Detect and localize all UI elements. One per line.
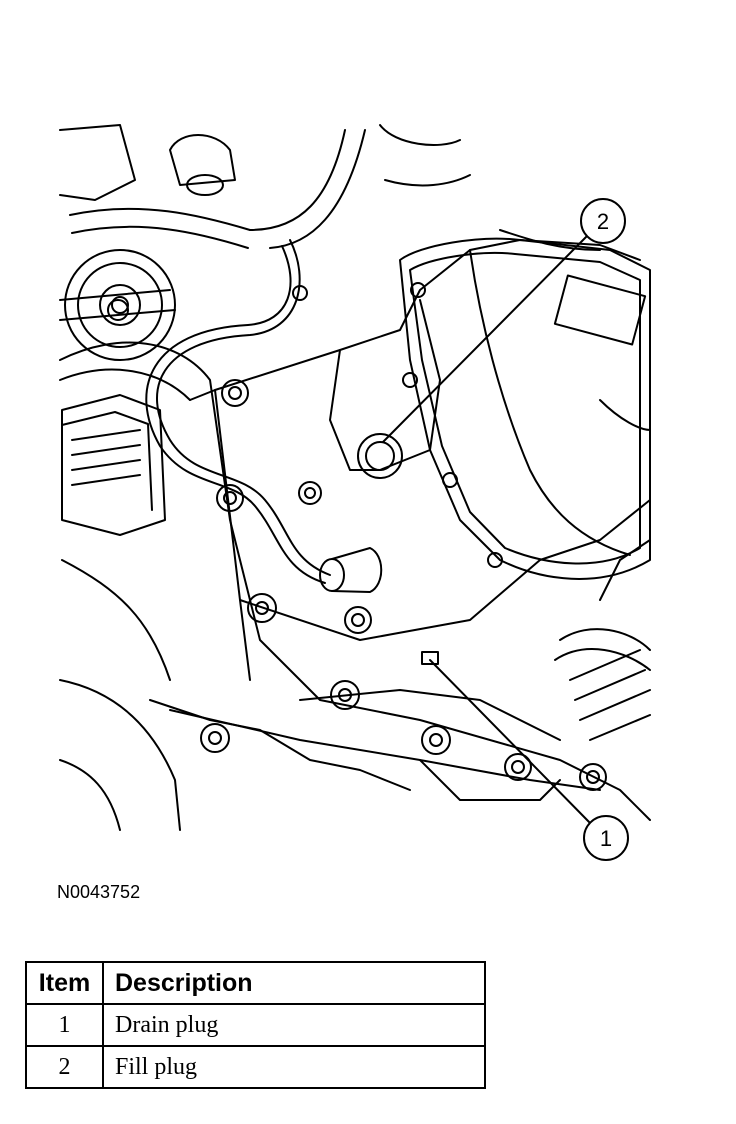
drain-plug	[421, 651, 439, 665]
header-description: Description	[102, 961, 486, 1005]
vent-line	[145, 239, 331, 584]
axle-gear	[554, 539, 651, 741]
row-item-number: 1	[25, 1003, 104, 1047]
legend-table: Item Description 1 Drain plug 2 Fill plu…	[25, 961, 486, 1089]
callout-1-number: 1	[600, 826, 612, 851]
case-bolts	[107, 282, 607, 791]
upper-hoses	[59, 124, 471, 249]
callout-2-leader	[382, 234, 589, 443]
callout-1-leader	[429, 659, 593, 826]
legend-header-row: Item Description	[25, 961, 486, 1005]
fill-plug	[357, 433, 403, 479]
figure-reference-id: N0043752	[57, 882, 141, 902]
table-row: 2 Fill plug	[25, 1045, 486, 1089]
pulley	[59, 249, 176, 361]
table-row: 1 Drain plug	[25, 1003, 486, 1047]
transaxle-illustration: 2 1	[59, 124, 651, 861]
connector-tube	[319, 547, 383, 593]
row-description: Drain plug	[102, 1003, 486, 1047]
callout-1: 1	[583, 815, 629, 861]
callout-2-number: 2	[597, 209, 609, 234]
control-module	[61, 394, 166, 536]
row-description: Fill plug	[102, 1045, 486, 1089]
callout-2: 2	[580, 198, 626, 244]
row-item-number: 2	[25, 1045, 104, 1089]
transaxle-case	[59, 239, 651, 831]
header-item: Item	[25, 961, 104, 1005]
